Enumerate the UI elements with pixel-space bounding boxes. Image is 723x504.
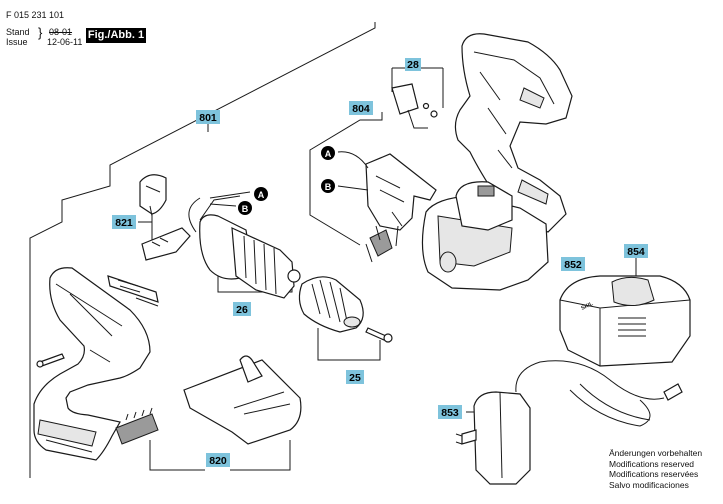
svg-text:854: 854 [627,246,645,258]
screw-housing [36,353,65,368]
charger-brand-text: SKIL [580,301,594,312]
note-de: Änderungen vorbehalten [609,448,703,458]
callout-854: 854 [624,244,648,258]
svg-text:820: 820 [209,455,227,467]
motor-gearbox [188,191,301,299]
svg-text:853: 853 [441,407,459,419]
svg-text:A: A [258,190,265,200]
svg-text:A: A [325,149,332,159]
power-adapter [455,360,683,485]
switch-plate [107,275,159,307]
modification-notes: Änderungen vorbehalten Modifications res… [609,448,702,490]
svg-text:804: 804 [352,103,370,115]
svg-text:26: 26 [236,304,248,316]
callout-801: 801 [196,110,220,124]
bracket-804 [309,112,383,246]
part-821-ring [139,174,167,217]
part-28-switch [391,83,438,129]
bracket-820 [149,440,291,471]
callout-852: 852 [561,257,585,271]
callout-26: 26 [233,302,251,316]
housing-left-half [33,267,151,461]
switch-module [365,153,437,263]
callout-821: 821 [112,215,136,229]
svg-text:28: 28 [407,59,419,71]
chuck-screw [365,327,393,343]
callout-28: 28 [405,58,421,71]
housing-right-half [454,33,573,233]
svg-text:821: 821 [115,217,133,229]
issue-label: Issue [6,37,28,47]
document-number: F 015 231 101 [6,10,65,20]
brace: } [38,25,43,40]
connector-b-top: B [238,201,252,215]
note-es: Salvo modificaciones [609,479,689,490]
figure-label: Fig./Abb. 1 [86,28,146,43]
note-fr: Modifications reservées [609,469,699,479]
bracket-25 [317,328,381,361]
issue-date: 12-06-11 [47,37,83,47]
connector-a-top: A [254,187,268,201]
svg-text:B: B [325,182,332,192]
svg-text:25: 25 [349,372,361,384]
callout-804: 804 [349,101,373,115]
connector-b-switch: B [321,179,335,193]
callout-25: 25 [346,370,364,384]
note-en: Modifications reserved [609,458,695,469]
part-821-clip [141,227,191,261]
bracket-801-line [29,22,376,258]
battery-pack [421,181,549,291]
stand-label: Stand [6,27,30,37]
chuck [298,276,364,333]
svg-text:B: B [242,204,249,214]
charger [559,275,691,367]
callout-853: 853 [438,405,462,419]
callout-820: 820 [206,453,230,467]
svg-text:852: 852 [564,259,582,271]
stand-date: 08-01 [49,27,73,37]
cover-820 [115,355,302,445]
svg-text:801: 801 [199,112,217,124]
switch-wires [337,151,369,191]
connector-a-switch: A [321,146,335,160]
